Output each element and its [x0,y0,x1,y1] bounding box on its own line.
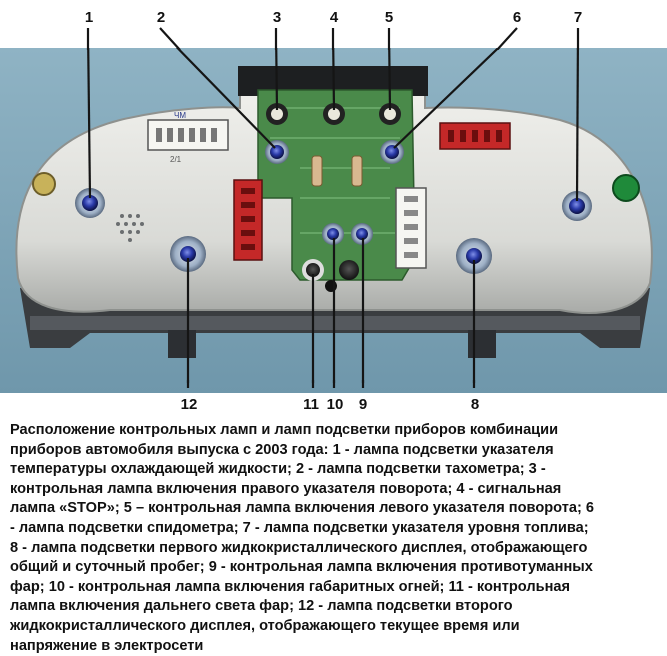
lamp-6 [385,145,399,159]
callout-7: 7 [573,9,583,26]
caption-line: общий и суточный пробег; 9 - контрольная… [10,559,593,576]
leader-7 [575,48,579,202]
caption-line: лампа включения дальнего света фар; 12 -… [10,598,513,615]
figure-caption: Расположение контрольных ламп и ламп под… [10,421,660,656]
lamp-11 [306,263,320,277]
caption-line: приборов автомобиля выпуска с 2003 года:… [10,441,554,458]
instrument-cluster-photo: ЧМ 2/1 [0,48,667,393]
callout-1: 1 [84,9,94,26]
lamp-5 [384,108,396,120]
leader-4 [332,48,336,111]
lamp-9 [356,228,368,240]
lamp-4 [328,108,340,120]
caption-line: - лампа подсветки спидометра; 7 - лампа … [10,519,589,536]
caption-line: 8 - лампа подсветки первого жидкокристал… [10,539,588,556]
caption-line: лампа «STOP»; 5 – контрольная лампа вклю… [10,500,594,517]
bottom-leader-lines [186,380,476,388]
leader-6 [393,48,500,149]
top-leader-lines [86,27,580,50]
callout-8: 8 [470,396,480,413]
lamp-12 [180,246,196,262]
callout-4: 4 [329,9,339,26]
caption-line: фар; 10 - контрольная лампа включения га… [10,578,571,595]
leader-5 [388,48,392,111]
callout-12: 12 [180,396,198,413]
lamp-3 [271,108,283,120]
callout-6: 6 [512,9,522,26]
callout-5: 5 [384,9,394,26]
leader-3 [275,48,279,111]
caption-line: Расположение контрольных ламп и ламп под… [10,422,559,438]
code-mark: 2/1 [170,155,182,164]
lamp-8 [466,248,482,264]
callout-3: 3 [272,9,282,26]
callout-10: 10 [326,396,344,413]
caption-line: жидкокристаллического дисплея, отображаю… [10,617,520,634]
leader-lines [87,48,579,383]
caption-line: температуры охлаждающей жидкости; 2 - ла… [10,461,546,478]
lamp-2 [270,145,284,159]
lamp-7 [569,198,585,214]
callout-11: 11 [303,396,319,413]
caption-line: напряжение в электросети [10,637,204,654]
callout-2: 2 [156,9,166,26]
callout-9: 9 [358,396,368,413]
resistor-left [311,155,323,187]
lamp-10 [327,228,339,240]
resistor-right [351,155,363,187]
lamp-1 [82,195,98,211]
caption-line: контрольная лампа включения правого указ… [10,480,562,497]
connector-mark: ЧМ [174,111,186,120]
leader-1 [87,48,92,199]
